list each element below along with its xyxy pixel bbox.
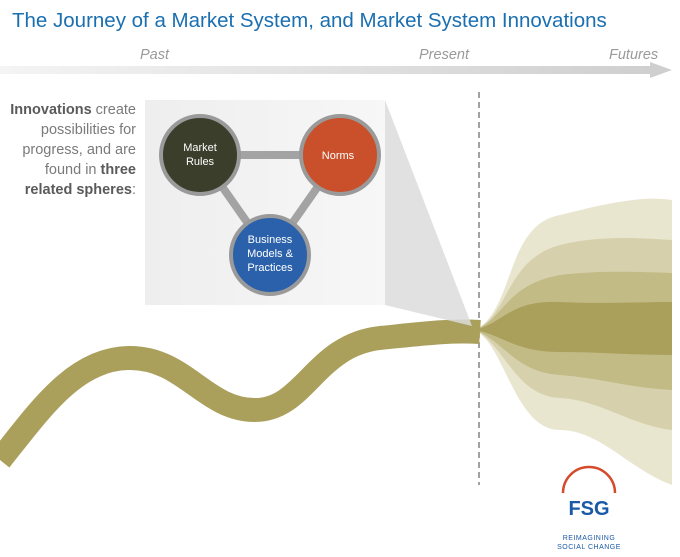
description-line-2: possibilities for xyxy=(41,122,136,138)
timeline-arrow xyxy=(0,62,672,78)
business-models-label-line1: Business xyxy=(248,234,293,246)
description-line-3: progress, and are xyxy=(22,142,136,158)
business-models-label-line3: Practices xyxy=(247,262,293,274)
callout-pointer xyxy=(385,100,472,326)
logo-arc-icon xyxy=(561,465,617,494)
logo-tagline-1: REIMAGINING xyxy=(563,535,616,542)
logo-wordmark: FSG xyxy=(568,498,609,520)
sphere-market-rules: Market Rules xyxy=(159,114,241,196)
market-system-journey-path xyxy=(0,319,481,468)
fsg-logo: FSG REIMAGINING SOCIAL CHANGE xyxy=(557,465,621,551)
sphere-business-models: Business Models & Practices xyxy=(229,214,311,296)
timeline-label-present: Present xyxy=(419,47,470,63)
market-rules-label-line2: Rules xyxy=(186,156,215,168)
norms-label: Norms xyxy=(322,150,355,162)
description-line-4: found in three xyxy=(45,162,136,178)
description-line-5: related spheres: xyxy=(25,182,136,198)
futures-fan xyxy=(475,198,672,485)
sphere-norms: Norms xyxy=(299,114,381,196)
business-models-label-line2: Models & xyxy=(247,248,294,260)
market-rules-label-line1: Market xyxy=(183,142,217,154)
logo-tagline-2: SOCIAL CHANGE xyxy=(557,544,621,551)
timeline-label-past: Past xyxy=(140,47,170,63)
page-title: The Journey of a Market System, and Mark… xyxy=(12,9,607,32)
innovations-description: Innovations create possibilities for pro… xyxy=(10,102,136,198)
description-line-1: Innovations create xyxy=(10,102,136,118)
timeline-label-futures: Futures xyxy=(609,47,658,63)
